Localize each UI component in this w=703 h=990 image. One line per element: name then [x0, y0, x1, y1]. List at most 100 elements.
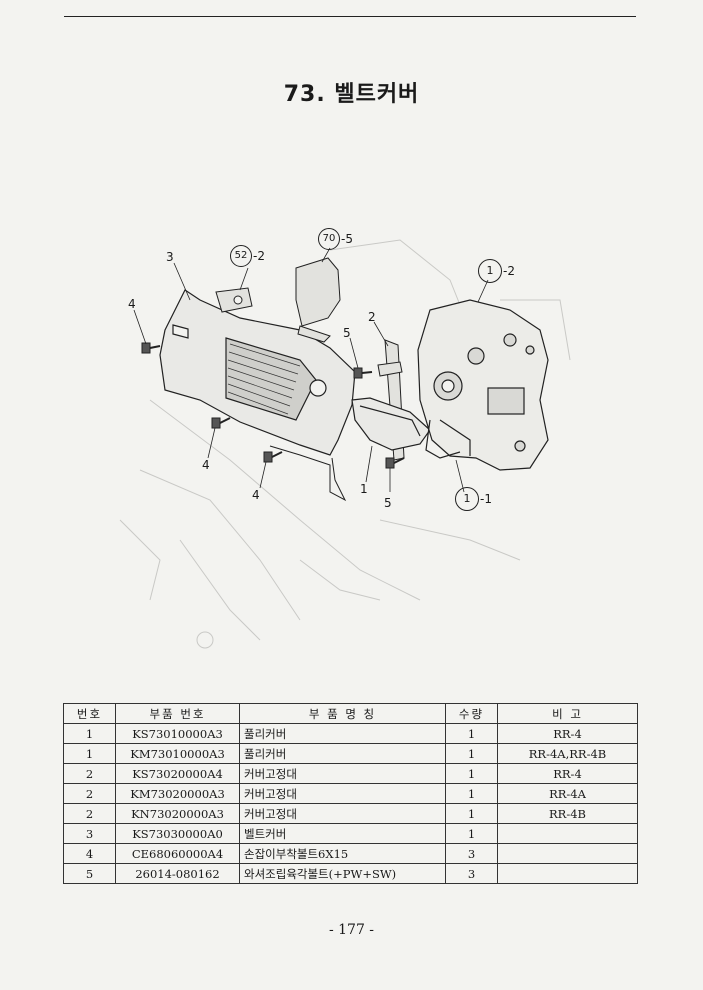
callout-4-top: 4 — [128, 297, 136, 311]
callout-70-5: 70-5 — [318, 228, 353, 250]
callout-52-2: 52-2 — [230, 245, 265, 267]
header-part-name: 부 품 명 칭 — [239, 703, 446, 724]
cell-quantity: 3 — [445, 863, 498, 884]
cell-part-number: KS73010000A3 — [115, 723, 240, 744]
cell-part-number: KM73010000A3 — [115, 743, 240, 764]
cell-part-name: 풀리커버 — [239, 723, 446, 744]
cell-number: 1 — [63, 743, 116, 764]
callout-4-bottom: 4 — [252, 488, 260, 502]
callout-1-2-suffix: -2 — [503, 264, 515, 278]
callout-70-circle: 70 — [318, 228, 340, 250]
cell-remarks: RR-4B — [497, 803, 638, 824]
table-row: 1 KM73010000A3 풀리커버 1 RR-4A,RR-4B — [63, 743, 638, 764]
cell-part-number: KM73020000A3 — [115, 783, 240, 804]
top-rule — [64, 16, 636, 17]
cell-number: 5 — [63, 863, 116, 884]
callout-5-bottom-label: 5 — [384, 496, 392, 510]
callout-4-bottom-label: 4 — [252, 488, 260, 502]
callout-1-1-suffix: -1 — [480, 492, 492, 506]
callout-4-mid: 4 — [202, 458, 210, 472]
header-quantity: 수량 — [445, 703, 498, 724]
table-row: 2 KN73020000A3 커버고정대 1 RR-4B — [63, 803, 638, 824]
callout-1: 1 — [360, 482, 368, 496]
header-part-number: 부품 번호 — [115, 703, 240, 724]
cell-number: 2 — [63, 803, 116, 824]
exploded-parts-diagram — [119, 239, 571, 649]
cell-quantity: 1 — [445, 803, 498, 824]
cell-number: 4 — [63, 843, 116, 864]
belt-cover-grille — [227, 343, 301, 415]
callout-52-circle: 52 — [230, 245, 252, 267]
callout-4-mid-label: 4 — [202, 458, 210, 472]
cell-part-name: 커버고정대 — [239, 803, 446, 824]
cell-part-name: 와셔조립육각볼트(+PW+SW) — [239, 863, 446, 884]
cell-number: 3 — [63, 823, 116, 844]
header-remarks: 비 고 — [497, 703, 638, 724]
cell-remarks — [497, 863, 638, 884]
callout-leader-lines — [133, 247, 489, 493]
cell-part-name: 손잡이부착볼트6X15 — [239, 843, 446, 864]
pulley-cover-part — [351, 397, 431, 451]
header-number: 번호 — [63, 703, 116, 724]
pulley-cover-lower-part — [269, 445, 347, 502]
cell-number: 1 — [63, 723, 116, 744]
cell-remarks — [497, 843, 638, 864]
callout-5-top-label: 5 — [343, 326, 351, 340]
cell-quantity: 1 — [445, 763, 498, 784]
cell-remarks: RR-4A,RR-4B — [497, 743, 638, 764]
callout-4-top-label: 4 — [128, 297, 136, 311]
bracket-52-2-part — [215, 287, 253, 313]
cell-quantity: 3 — [445, 843, 498, 864]
cell-remarks: RR-4 — [497, 763, 638, 784]
cell-part-name: 커버고정대 — [239, 763, 446, 784]
cell-part-number: KS73020000A4 — [115, 763, 240, 784]
cell-quantity: 1 — [445, 743, 498, 764]
callout-1-2: 1-2 — [478, 259, 515, 283]
table-row: 2 KS73020000A4 커버고정대 1 RR-4 — [63, 763, 638, 784]
callout-3-label: 3 — [166, 250, 174, 264]
cell-part-number: CE68060000A4 — [115, 843, 240, 864]
bolt-part-4-b — [211, 417, 231, 429]
callout-1-1: 1-1 — [455, 487, 492, 511]
callout-2-label: 2 — [368, 310, 376, 324]
callout-1-label: 1 — [360, 482, 368, 496]
bolt-part-5-a — [353, 367, 373, 379]
callout-3: 3 — [166, 250, 174, 264]
bolt-part-4-c — [263, 451, 283, 463]
cell-remarks: RR-4A — [497, 783, 638, 804]
page-number: - 177 - — [328, 922, 375, 938]
cell-part-name: 커버고정대 — [239, 783, 446, 804]
callout-52-suffix: -2 — [253, 249, 265, 263]
callout-70-suffix: -5 — [341, 232, 353, 246]
cell-remarks: RR-4 — [497, 723, 638, 744]
table-row: 4 CE68060000A4 손잡이부착볼트6X15 3 — [63, 843, 638, 864]
callout-1-1-circle: 1 — [455, 487, 479, 511]
part-70-5 — [295, 257, 341, 343]
cell-part-name: 벨트커버 — [239, 823, 446, 844]
bolt-part-4-a — [141, 342, 161, 354]
parts-table: 번호 부품 번호 부 품 명 칭 수량 비 고 1 KS73010000A3 풀… — [63, 703, 638, 884]
callout-5-top: 5 — [343, 326, 351, 340]
table-row: 1 KS73010000A3 풀리커버 1 RR-4 — [63, 723, 638, 744]
machine-frame-housing — [417, 299, 549, 471]
table-row: 3 KS73030000A0 벨트커버 1 — [63, 823, 638, 844]
table-row: 5 26014-080162 와셔조립육각볼트(+PW+SW) 3 — [63, 863, 638, 884]
callout-5-bottom: 5 — [384, 496, 392, 510]
cell-part-number: KN73020000A3 — [115, 803, 240, 824]
table-row: 2 KM73020000A3 커버고정대 1 RR-4A — [63, 783, 638, 804]
cell-number: 2 — [63, 763, 116, 784]
cell-remarks — [497, 823, 638, 844]
callout-2: 2 — [368, 310, 376, 324]
cell-part-number: KS73030000A0 — [115, 823, 240, 844]
cell-part-number: 26014-080162 — [115, 863, 240, 884]
belt-cover-part — [159, 289, 356, 456]
cell-quantity: 1 — [445, 723, 498, 744]
cell-part-name: 풀리커버 — [239, 743, 446, 764]
table-header-row: 번호 부품 번호 부 품 명 칭 수량 비 고 — [63, 703, 638, 724]
page-title: 73. 벨트커버 — [283, 82, 420, 107]
cell-quantity: 1 — [445, 783, 498, 804]
cell-number: 2 — [63, 783, 116, 804]
callout-1-2-circle: 1 — [478, 259, 502, 283]
cell-quantity: 1 — [445, 823, 498, 844]
